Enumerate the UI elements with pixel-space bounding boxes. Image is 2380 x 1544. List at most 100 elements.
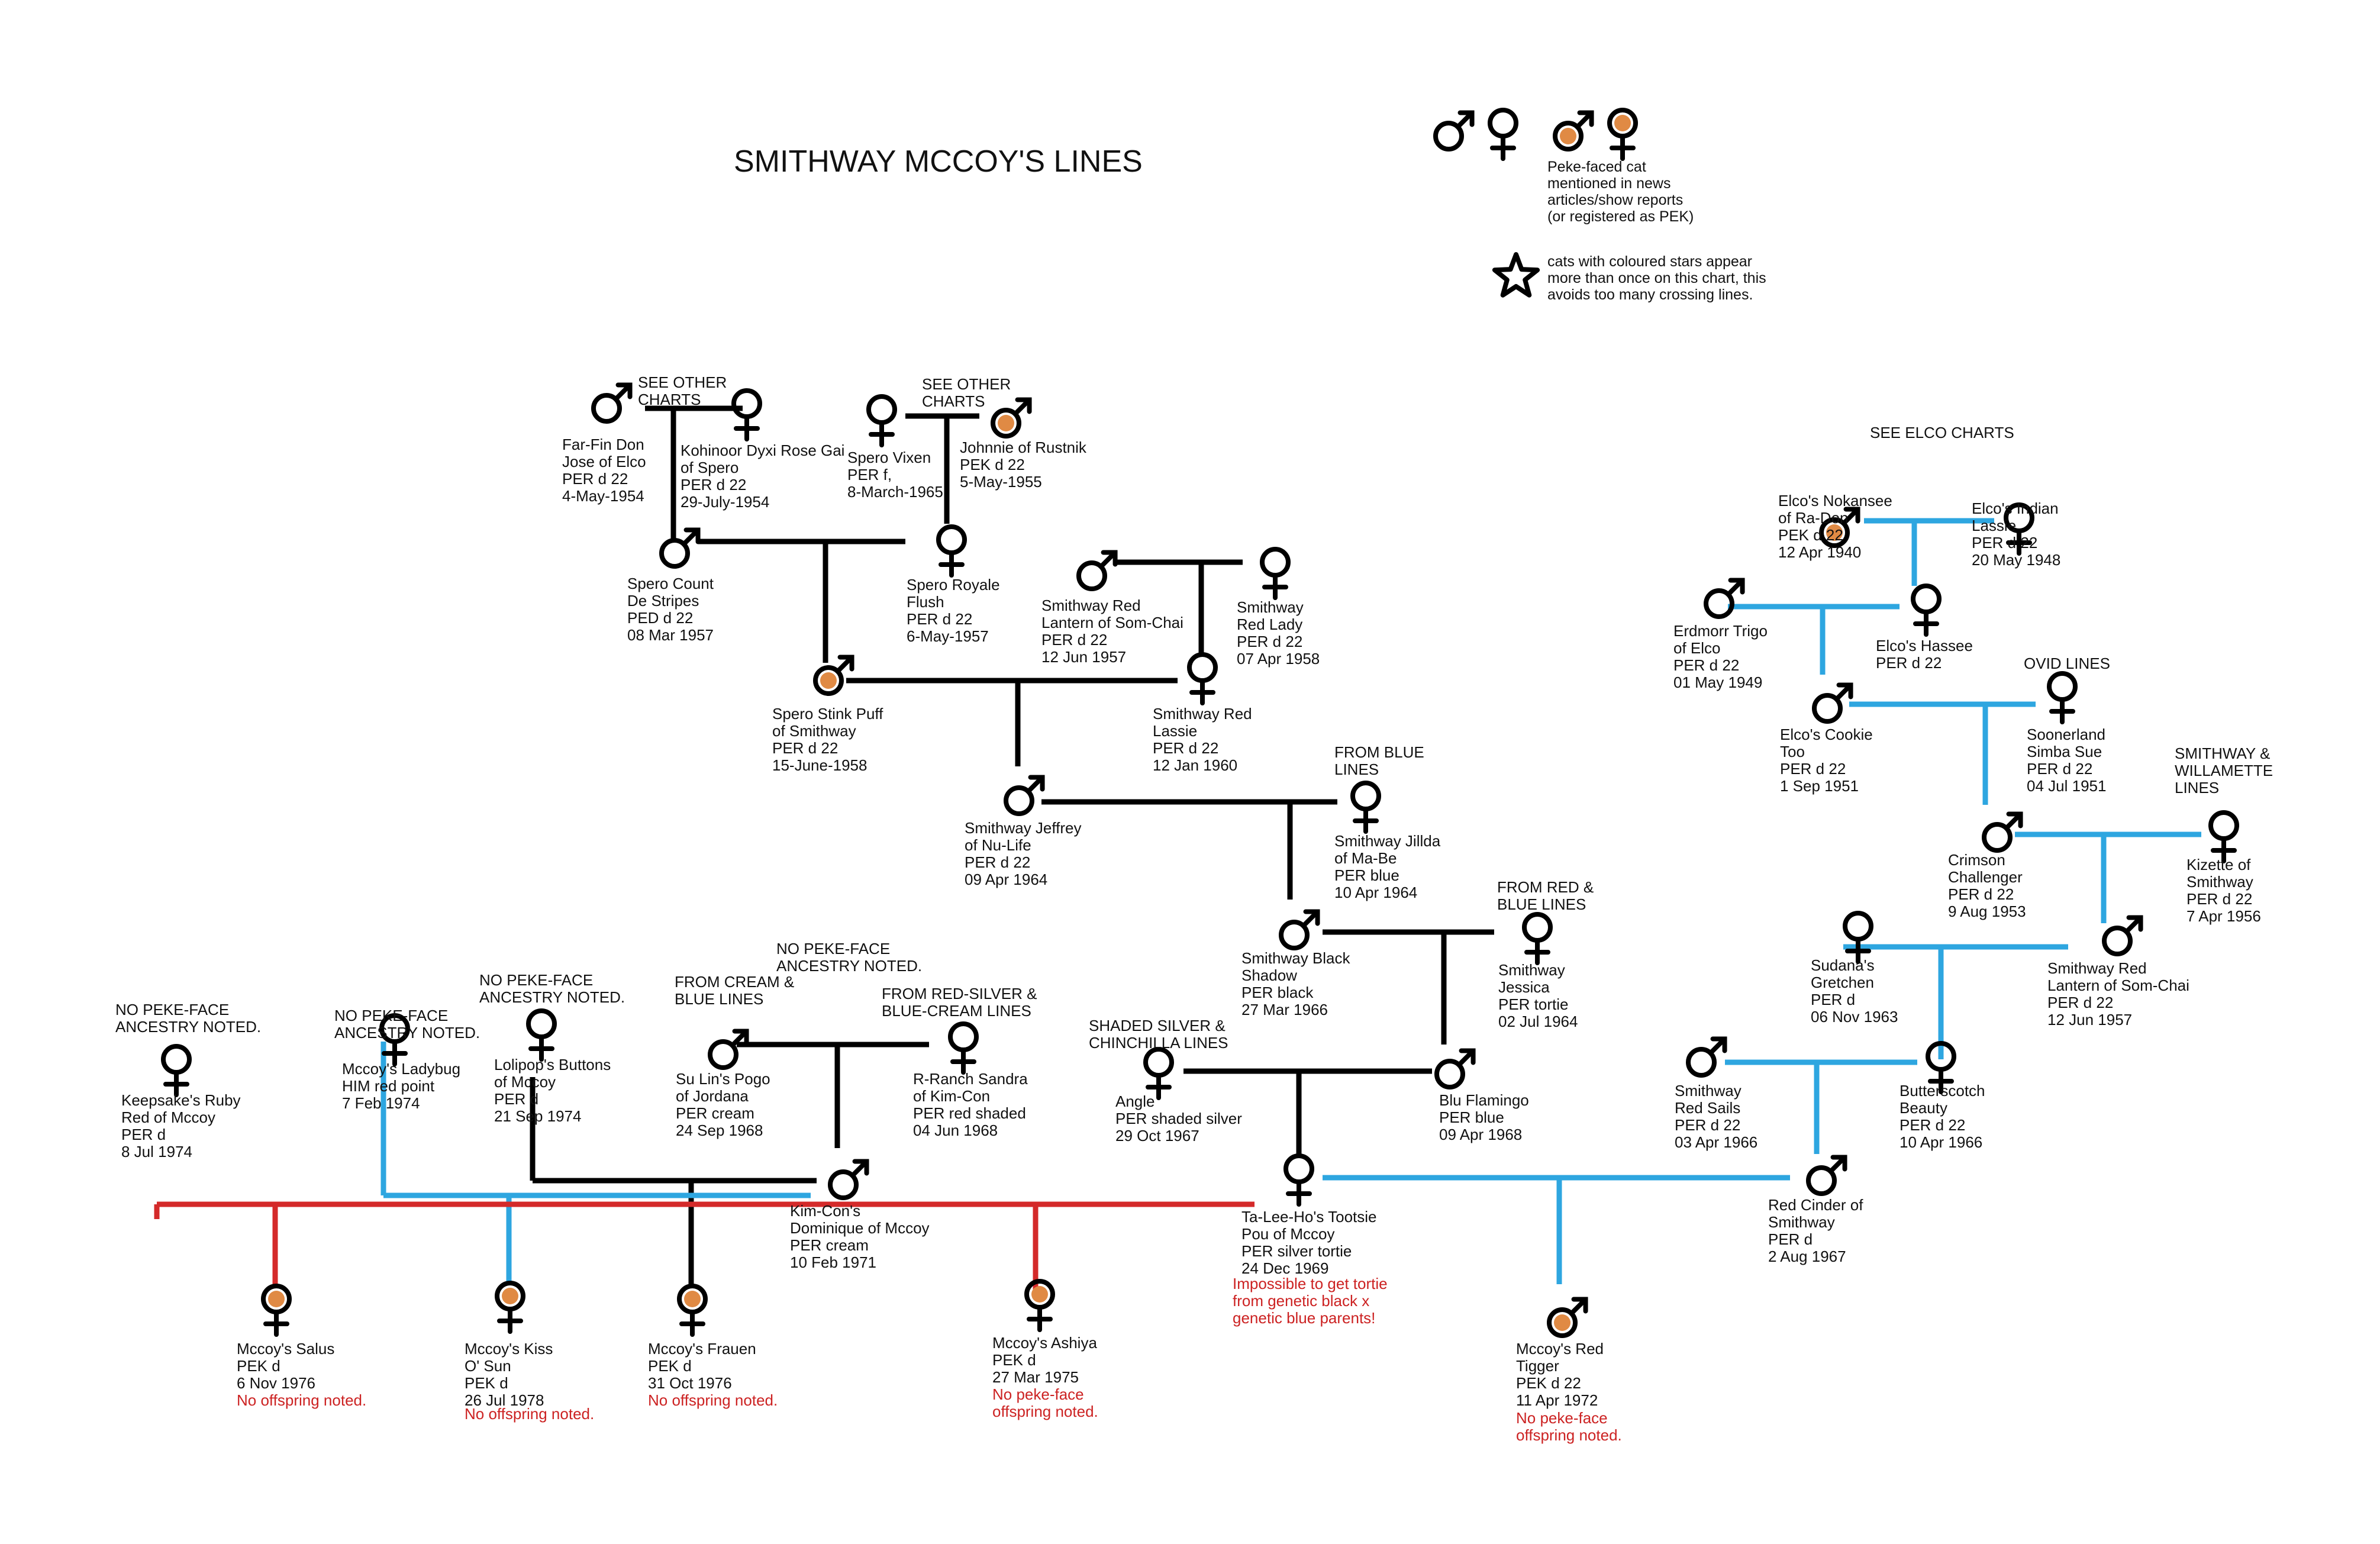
cat-erdmorr_trigo-male-icon	[1704, 578, 1745, 619]
cat-smithway_red_lantern_2-male-icon	[2102, 915, 2143, 956]
cat-red_tigger-male-icon	[1547, 1297, 1588, 1338]
cat-sudanas_gretchen-female-icon	[1843, 911, 1873, 964]
cat-far_fin_don-male-icon	[591, 382, 633, 424]
cat-r_ranch_sandra-female-icon	[948, 1021, 979, 1075]
section-note-from_red_silver-56: FROM RED-SILVER &BLUE-CREAM LINES	[882, 985, 1037, 1020]
section-note-ovid-52: OVID LINES	[2024, 655, 2110, 672]
cat-butterscotch-female-icon	[1926, 1041, 1956, 1094]
cat-smithway_jeffrey-male-icon	[1004, 775, 1045, 816]
cat-smithway_red_lantern_1-male-icon	[1076, 550, 1118, 591]
cat-smithway_black_shadow-male-icon	[1279, 909, 1320, 950]
sex-symbols	[161, 382, 2239, 1338]
cat-kohinoor-female-icon	[731, 388, 762, 441]
cat-red_cinder-male-icon	[1806, 1155, 1847, 1196]
cat-smithway_jessica-female-icon	[1522, 912, 1553, 965]
cat-angle-female-icon	[1143, 1047, 1174, 1100]
section-note-shaded_silver-54: SHADED SILVER &CHINCHILLA LINES	[1089, 1017, 1228, 1052]
star-icon	[1492, 252, 1540, 298]
red-note-salus-41: No offspring noted.	[237, 1391, 366, 1409]
cat-ta_lee_ho-female-icon	[1283, 1153, 1314, 1207]
cat-ladybug-female-icon	[379, 1013, 410, 1066]
cat-johnnie-male-icon	[991, 397, 1032, 439]
cat-legend-peke-female-female-icon	[1607, 108, 1638, 161]
cat-kim_con-male-icon	[828, 1159, 869, 1200]
cat-legend-female-female-icon	[1488, 108, 1518, 161]
cat-spero_vixen-female-icon	[866, 394, 897, 447]
cat-lolipop-female-icon	[526, 1008, 557, 1062]
cat-smithway_jillda-female-icon	[1350, 781, 1381, 834]
cat-kiss_o_sun-female-icon	[495, 1281, 525, 1334]
cat-legend-peke-male-male-icon	[1553, 110, 1594, 152]
cat-blu_flamingo-male-icon	[1434, 1048, 1476, 1089]
cat-su_lins_pogo-male-icon	[708, 1029, 749, 1070]
cat-spero_stink_puff-male-icon	[813, 655, 854, 696]
cat-elcos_nokansee-male-icon	[1819, 507, 1860, 548]
cat-kizette-female-icon	[2208, 810, 2239, 863]
cat-spero_count-male-icon	[659, 527, 701, 569]
cat-keepsake-female-icon	[161, 1044, 192, 1097]
connector-lines	[154, 405, 2201, 1290]
red-note-frauen-43: No offspring noted.	[648, 1391, 778, 1409]
cat-elcos_cookie-male-icon	[1812, 682, 1853, 724]
section-note-see_elco-49: SEE ELCO CHARTS	[1870, 424, 2014, 441]
section-note-from_red_blue-51: FROM RED &BLUE LINES	[1497, 878, 1594, 913]
section-note-from_cream-55: FROM CREAM &BLUE LINES	[675, 973, 794, 1008]
cat-crimson_challenger-male-icon	[1982, 811, 2023, 853]
cat-legend-male-male-icon	[1433, 110, 1475, 152]
red-note-kiss_o_sun-42: No offspring noted.	[465, 1405, 594, 1423]
page-title: SMITHWAY MCCOY'S LINES	[734, 144, 1143, 179]
